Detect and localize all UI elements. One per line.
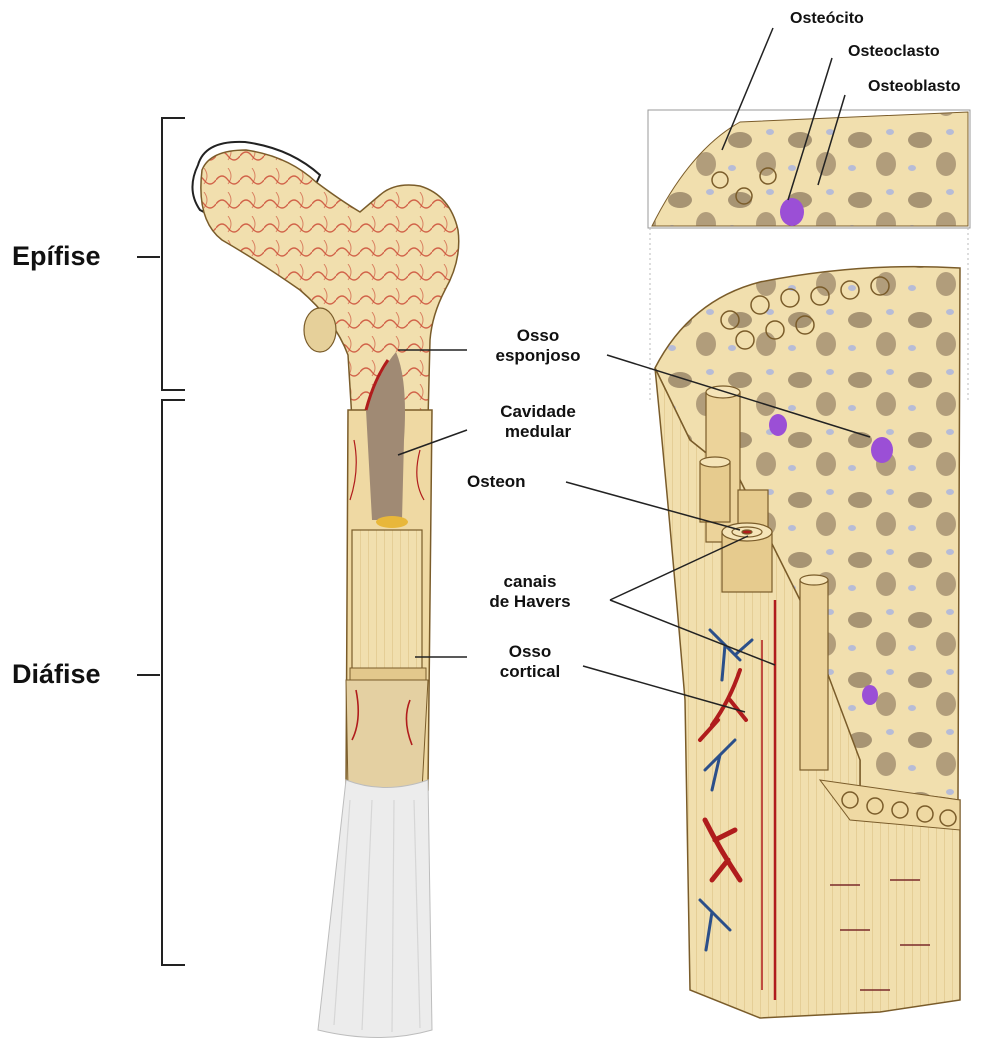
femur-longitudinal-section xyxy=(192,142,458,1038)
cortical-bone-label: Osso cortical xyxy=(470,642,590,681)
osteon-label: Osteon xyxy=(467,472,526,492)
haversian-canals-label-line1: canais xyxy=(470,572,590,592)
haversian-canals-label: canais de Havers xyxy=(470,572,590,611)
medullary-cavity-label-line1: Cavidade xyxy=(468,402,608,422)
diaphysis-label: Diáfise xyxy=(12,659,101,690)
osteocyte-label: Osteócito xyxy=(790,10,864,28)
haversian-canals-label-line2: de Havers xyxy=(470,592,590,612)
cortical-bone-label-line1: Osso xyxy=(470,642,590,662)
osteoblast-label: Osteoblasto xyxy=(868,78,960,96)
spongy-bone-label-line2: esponjoso xyxy=(468,346,608,366)
cortical-bone-label-line2: cortical xyxy=(470,662,590,682)
spongy-bone-label-line1: Osso xyxy=(468,326,608,346)
medullary-cavity-label-line2: medular xyxy=(468,422,608,442)
medullary-cavity-label: Cavidade medular xyxy=(468,402,608,441)
osteoclast-cell xyxy=(780,198,804,226)
compact-bone-layer xyxy=(352,530,422,670)
osteoclast-label: Osteoclasto xyxy=(848,43,940,61)
diaphysis-bracket xyxy=(137,400,185,965)
epiphysis-spongy-bone xyxy=(201,150,459,420)
spongy-bone-label: Osso esponjoso xyxy=(468,326,608,365)
epiphysis-label: Epífise xyxy=(12,241,101,272)
epiphysis-bracket xyxy=(137,118,185,390)
bone-tissue-magnified-block xyxy=(648,110,970,1018)
